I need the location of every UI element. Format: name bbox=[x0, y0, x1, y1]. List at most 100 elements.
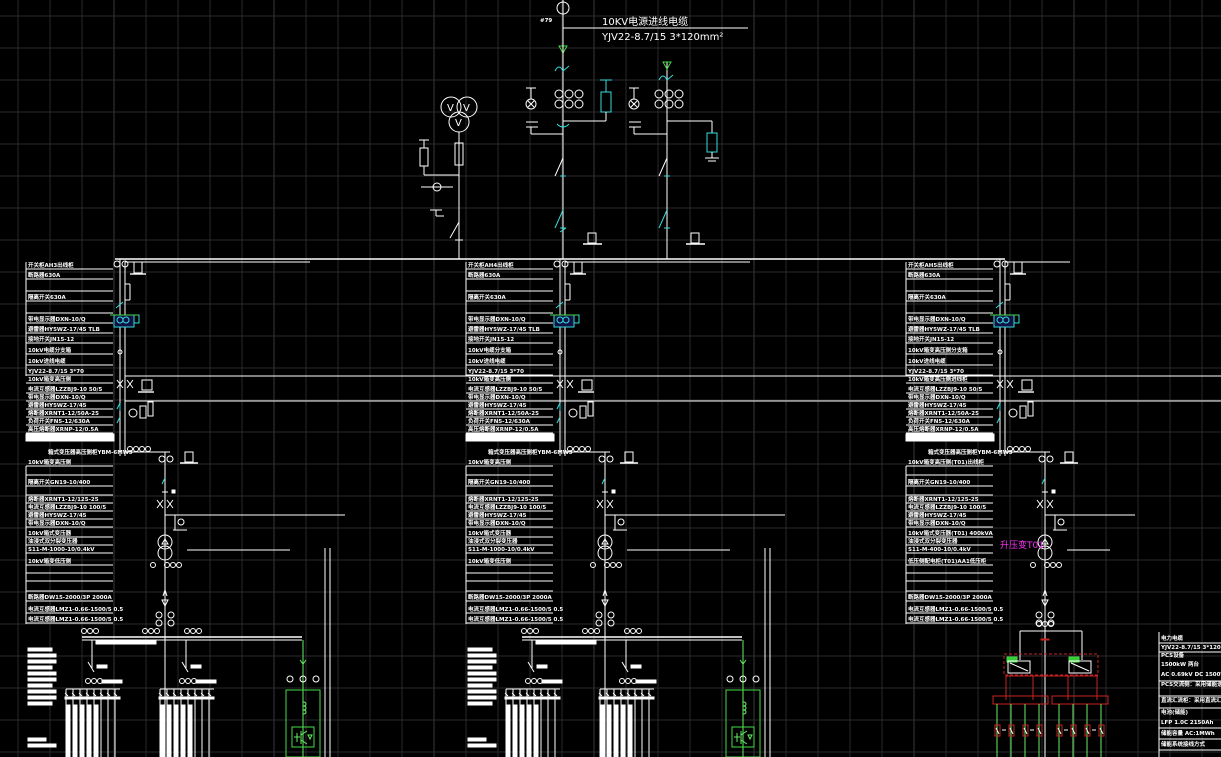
lv-switch-icon bbox=[640, 692, 645, 697]
lv-ct-icon bbox=[531, 678, 537, 684]
terminal-mark-icon bbox=[139, 446, 145, 452]
fault-indicator-icon bbox=[624, 451, 634, 463]
current-sensor-icon bbox=[1002, 316, 1010, 324]
lower-label: 带电显示器DXN-10/Q bbox=[28, 519, 86, 527]
lv-circuit-label bbox=[158, 696, 166, 700]
lv-label-bar bbox=[27, 701, 53, 706]
load-switch-icon bbox=[996, 402, 1001, 424]
upper-label: 隔离开关630A bbox=[908, 293, 946, 301]
voltage-transformer-winding-icon bbox=[440, 96, 462, 118]
current-transformer-icon bbox=[155, 611, 163, 619]
inverter-ct-icon bbox=[726, 675, 734, 683]
lv-cable-bar bbox=[533, 704, 539, 757]
fault-indicator-icon bbox=[573, 261, 583, 274]
fuse-icon bbox=[566, 379, 574, 389]
lower-label: 熔断器XRNT1-12/125-25 bbox=[908, 495, 979, 503]
lower-label: 10kV箱变高压侧 bbox=[468, 458, 512, 466]
voltage-transformer-label: V bbox=[455, 118, 462, 129]
lv-circuit-label bbox=[539, 696, 547, 700]
cable-sealing-end-icon bbox=[658, 74, 674, 81]
upper-label: 带电显示器DXN-10/Q bbox=[908, 315, 966, 323]
upper-label: YJV22-8.7/15 3*70 bbox=[27, 369, 84, 375]
lv-circuit-label bbox=[532, 696, 540, 700]
pcs-status-green bbox=[1068, 656, 1080, 663]
upper-label: 10kV箱变高压侧分支箱 bbox=[908, 346, 968, 354]
terminal-mark-icon bbox=[624, 628, 630, 634]
lv-circuit-label bbox=[92, 696, 100, 700]
lower-label: 低压侧配电柜(T01)AA1低压柜 bbox=[907, 557, 987, 565]
pcs-dual-section bbox=[992, 621, 1109, 757]
box-title: 箱式变压器高压侧柜YBM-6MW5 bbox=[928, 448, 1013, 456]
fuse-icon bbox=[606, 499, 614, 509]
terminal-mark-icon bbox=[630, 628, 636, 634]
terminal-mark-icon bbox=[573, 446, 579, 452]
transformer-name-label: 升压变T01 bbox=[1000, 539, 1044, 551]
lv-cable-bar bbox=[613, 704, 619, 757]
fault-indicator-icon bbox=[184, 451, 194, 463]
cable-spec: YJV22-8.7/15 3*120mm² bbox=[601, 32, 723, 43]
lv-circuit-label bbox=[64, 696, 72, 700]
lv-circuit-label bbox=[612, 696, 620, 700]
current-transformer-icon bbox=[607, 611, 615, 619]
lv-bus-label-bar bbox=[95, 640, 157, 645]
lv-circuit-label bbox=[626, 696, 634, 700]
lv-label-bar bbox=[467, 677, 497, 682]
disconnect-switch-icon bbox=[658, 157, 668, 177]
lower-label: 10kV箱式变压器 bbox=[468, 529, 512, 537]
lv-circuit-label bbox=[78, 696, 86, 700]
upper-label: 10kV进线电缆 bbox=[468, 357, 506, 365]
mid-label: 电流互感器LZZBJ9-10 50/5 bbox=[468, 385, 543, 393]
lower-label: 10kV箱变低压侧 bbox=[28, 557, 72, 565]
lv-ct-icon bbox=[619, 678, 625, 684]
lv-ct-icon bbox=[179, 678, 185, 684]
junction-dot bbox=[117, 349, 123, 355]
fuse-icon bbox=[556, 379, 564, 389]
box-title: 箱式变压器高压侧柜YBM-6MW5 bbox=[488, 448, 573, 456]
mid-label: 熔断器XRNT1-12/50A-25 bbox=[28, 409, 99, 417]
upper-label: YJV22-8.7/15 3*70 bbox=[467, 369, 524, 375]
lower-label: 熔断器XRNT1-12/125-25 bbox=[468, 495, 539, 503]
upper-label: 10kV电缆分支箱 bbox=[28, 346, 72, 354]
terminal-mark-icon bbox=[133, 446, 139, 452]
lv-switch-icon bbox=[200, 692, 205, 697]
disconnect-switch-icon bbox=[1041, 477, 1046, 485]
terminal-mark-icon bbox=[142, 628, 148, 634]
lv-breaker-icon bbox=[181, 661, 189, 673]
lower-label: 避雷器HY5WZ-17/45 bbox=[27, 511, 87, 519]
title-block-row: PCS设备 bbox=[1161, 651, 1185, 659]
cyan-arrester-icon bbox=[133, 314, 140, 324]
lower-label: 避雷器HY5WZ-17/45 bbox=[907, 511, 967, 519]
node-label: #79 bbox=[540, 18, 552, 24]
terminal-mark-icon bbox=[636, 628, 642, 634]
lv-label-bar bbox=[467, 671, 497, 676]
lv-switch-icon bbox=[619, 692, 624, 697]
battery-fuse-icon bbox=[1008, 724, 1015, 737]
fuse-icon bbox=[579, 405, 587, 419]
lv-ct-icon bbox=[85, 678, 91, 684]
current-transformer-icon bbox=[654, 99, 664, 109]
lv-cable-bar bbox=[526, 704, 532, 757]
lv-switch-icon bbox=[553, 692, 558, 697]
lv-label-bar bbox=[27, 665, 53, 670]
wire bbox=[300, 730, 308, 736]
wire bbox=[1023, 727, 1028, 735]
wire bbox=[1070, 662, 1090, 672]
current-transformer-icon bbox=[674, 89, 684, 99]
upper-label: 接地开关JN15-12 bbox=[468, 335, 514, 343]
terminal-mark-icon bbox=[590, 562, 596, 568]
battery-fuse-icon bbox=[1084, 724, 1091, 737]
lv-circuit-label bbox=[99, 696, 107, 700]
terminal-mark-icon bbox=[1019, 446, 1025, 452]
lv-cable-bar bbox=[187, 704, 193, 757]
lv-cable-bar bbox=[599, 704, 605, 757]
title-block-row: 电池(储能) bbox=[1161, 708, 1189, 716]
upper-label: 断路器630A bbox=[468, 271, 501, 279]
upper-label: 断路器630A bbox=[28, 271, 61, 279]
current-sensor-icon bbox=[562, 316, 570, 324]
lv-ct-label bbox=[101, 679, 123, 684]
voltage-transformer-label: V bbox=[447, 103, 454, 114]
upper-label: YJV22-8.7/15 3*70 bbox=[907, 369, 964, 375]
terminal-mark-icon bbox=[1025, 446, 1031, 452]
